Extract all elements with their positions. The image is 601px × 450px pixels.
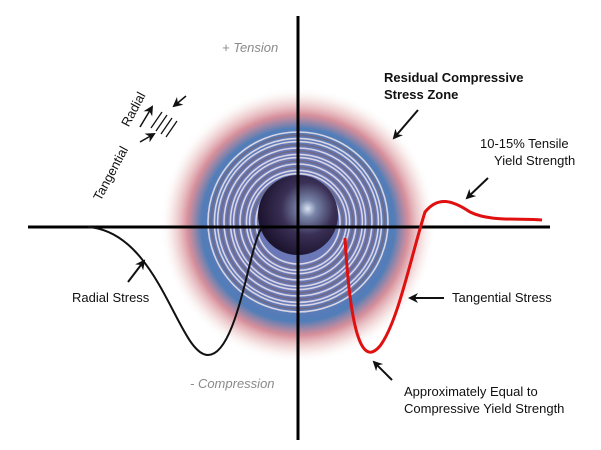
hatch-mark (160, 117, 173, 135)
residual-zone-label-line1: Residual Compressive (384, 70, 524, 85)
compressive-yield-arrow (372, 360, 393, 381)
compressive-yield-label-line2: Compressive Yield Strength (404, 401, 565, 416)
residual-zone-arrow (392, 109, 419, 140)
radial-stress-arrow (127, 259, 146, 283)
tensile-yield-label-line2: Yield Strength (494, 153, 576, 168)
inward-arrow (172, 95, 187, 108)
hatch-mark (165, 120, 178, 138)
tension-label: + Tension (222, 40, 279, 55)
tensile-yield-arrow (465, 177, 489, 200)
radial-up-arrow (139, 105, 154, 128)
radial-stress-label: Radial Stress (72, 290, 150, 305)
tangential-stress-curve (343, 200, 543, 354)
hatch-mark (155, 114, 168, 132)
hatch-mark (150, 111, 163, 129)
compression-label: - Compression (190, 376, 275, 391)
compressive-yield-label-line1: Approximately Equal to (404, 384, 538, 399)
tangential-stress-label: Tangential Stress (452, 290, 552, 305)
orientation-glyph (139, 95, 187, 143)
tangential-right-arrow (139, 133, 156, 143)
residual-zone-label-line2: Stress Zone (384, 87, 459, 102)
tensile-yield-label-line1: 10-15% Tensile (480, 136, 569, 151)
radial-stress-curve (87, 226, 263, 357)
